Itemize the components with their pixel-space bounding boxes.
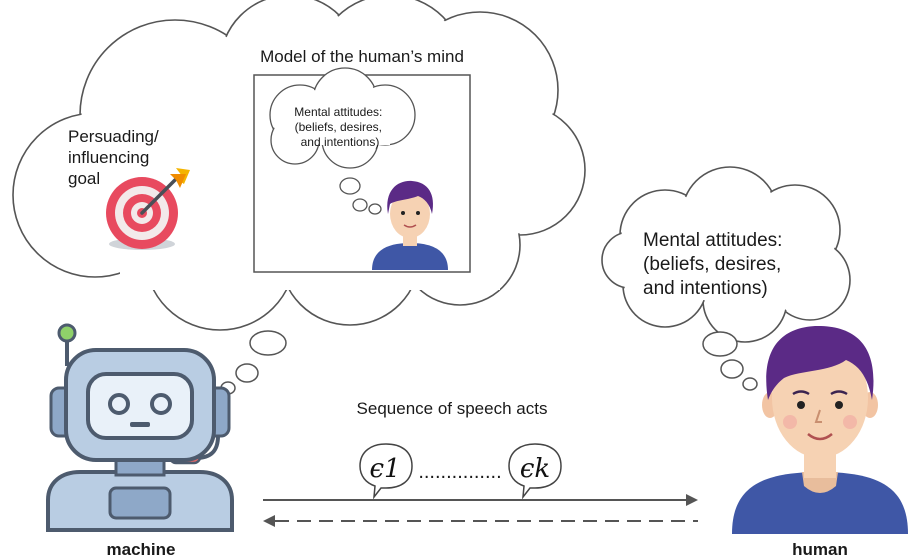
machine-thought-bubbles xyxy=(220,330,287,395)
small-human-avatar xyxy=(372,180,448,270)
inner-box-title: Model of the human’s mind xyxy=(260,47,464,66)
speech-act-bubble-last: ϵk xyxy=(508,443,562,500)
inner-cloud-bubbles xyxy=(339,177,382,215)
speech-act-dots: ............... xyxy=(418,461,501,483)
human-thought-text: Mental attitudes: (beliefs, desires, and… xyxy=(643,230,788,299)
target-icon xyxy=(106,168,190,250)
inner-thought-cloud xyxy=(269,67,416,169)
goal-line-3: goal xyxy=(68,169,100,188)
speech-act-bubble-first: ϵ1 xyxy=(359,443,413,500)
goal-line-2: influencing xyxy=(68,148,149,167)
human-thought-line-2: (beliefs, desires, xyxy=(643,254,781,275)
arrow-machine-to-human xyxy=(263,494,698,506)
inner-cloud-text: Mental attitudes: (beliefs, desires, and… xyxy=(294,105,385,149)
human-thought-cloud xyxy=(601,166,851,343)
goal-text: Persuading/ influencing goal xyxy=(68,127,163,188)
robot-machine-icon xyxy=(46,323,234,532)
speech-act-first: ϵ1 xyxy=(369,454,400,484)
speech-act-last: ϵk xyxy=(520,454,550,484)
human-thought-bubbles xyxy=(702,331,758,391)
arrow-human-to-machine-dashed xyxy=(263,515,698,527)
machine-label: machine xyxy=(107,540,176,559)
inner-cloud-line-3: and intentions) xyxy=(301,135,380,149)
human-label: human xyxy=(792,540,848,559)
human-thought-line-1: Mental attitudes: xyxy=(643,230,782,251)
inner-cloud-line-1: Mental attitudes: xyxy=(294,105,382,119)
human-thought-line-3: and intentions) xyxy=(643,278,768,299)
inner-cloud-line-2: (beliefs, desires, xyxy=(295,120,382,134)
speech-acts-label: Sequence of speech acts xyxy=(357,399,548,418)
goal-line-1: Persuading/ xyxy=(68,127,159,146)
human-person-icon xyxy=(732,325,908,534)
